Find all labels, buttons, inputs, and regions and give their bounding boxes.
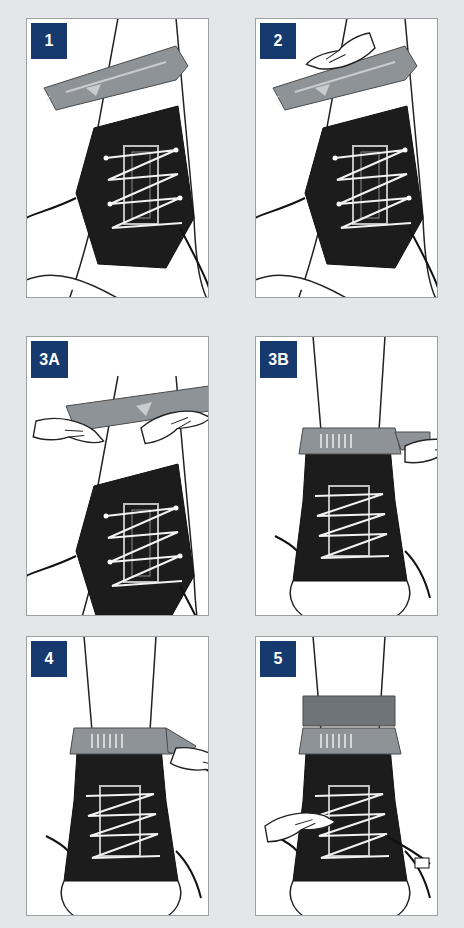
step-panel: 2 <box>255 18 438 298</box>
step-number: 5 <box>274 649 283 669</box>
step-panel: 5 <box>255 636 438 916</box>
step-panel: 1 <box>26 18 209 298</box>
step-illustration <box>26 376 213 666</box>
step-number: 3B <box>268 350 288 370</box>
step-number: 1 <box>45 31 54 51</box>
step-panel: 4 <box>26 636 209 916</box>
step-number-badge: 4 <box>31 641 67 677</box>
step-number-badge: 3A <box>31 341 68 378</box>
step-number-badge: 3B <box>260 341 297 378</box>
step-illustration <box>26 18 209 308</box>
step-panel: 3A <box>26 336 209 616</box>
step-number: 4 <box>45 649 54 669</box>
step-number: 2 <box>274 31 283 51</box>
step-number-badge: 5 <box>260 641 296 677</box>
step-illustration <box>46 636 244 921</box>
step-number-badge: 2 <box>260 23 296 59</box>
step-panel: 3B <box>255 336 438 616</box>
step-number-badge: 1 <box>31 23 67 59</box>
step-illustration <box>264 636 430 921</box>
step-illustration <box>255 18 438 308</box>
step-number: 3A <box>39 350 59 370</box>
step-illustration <box>275 336 464 621</box>
